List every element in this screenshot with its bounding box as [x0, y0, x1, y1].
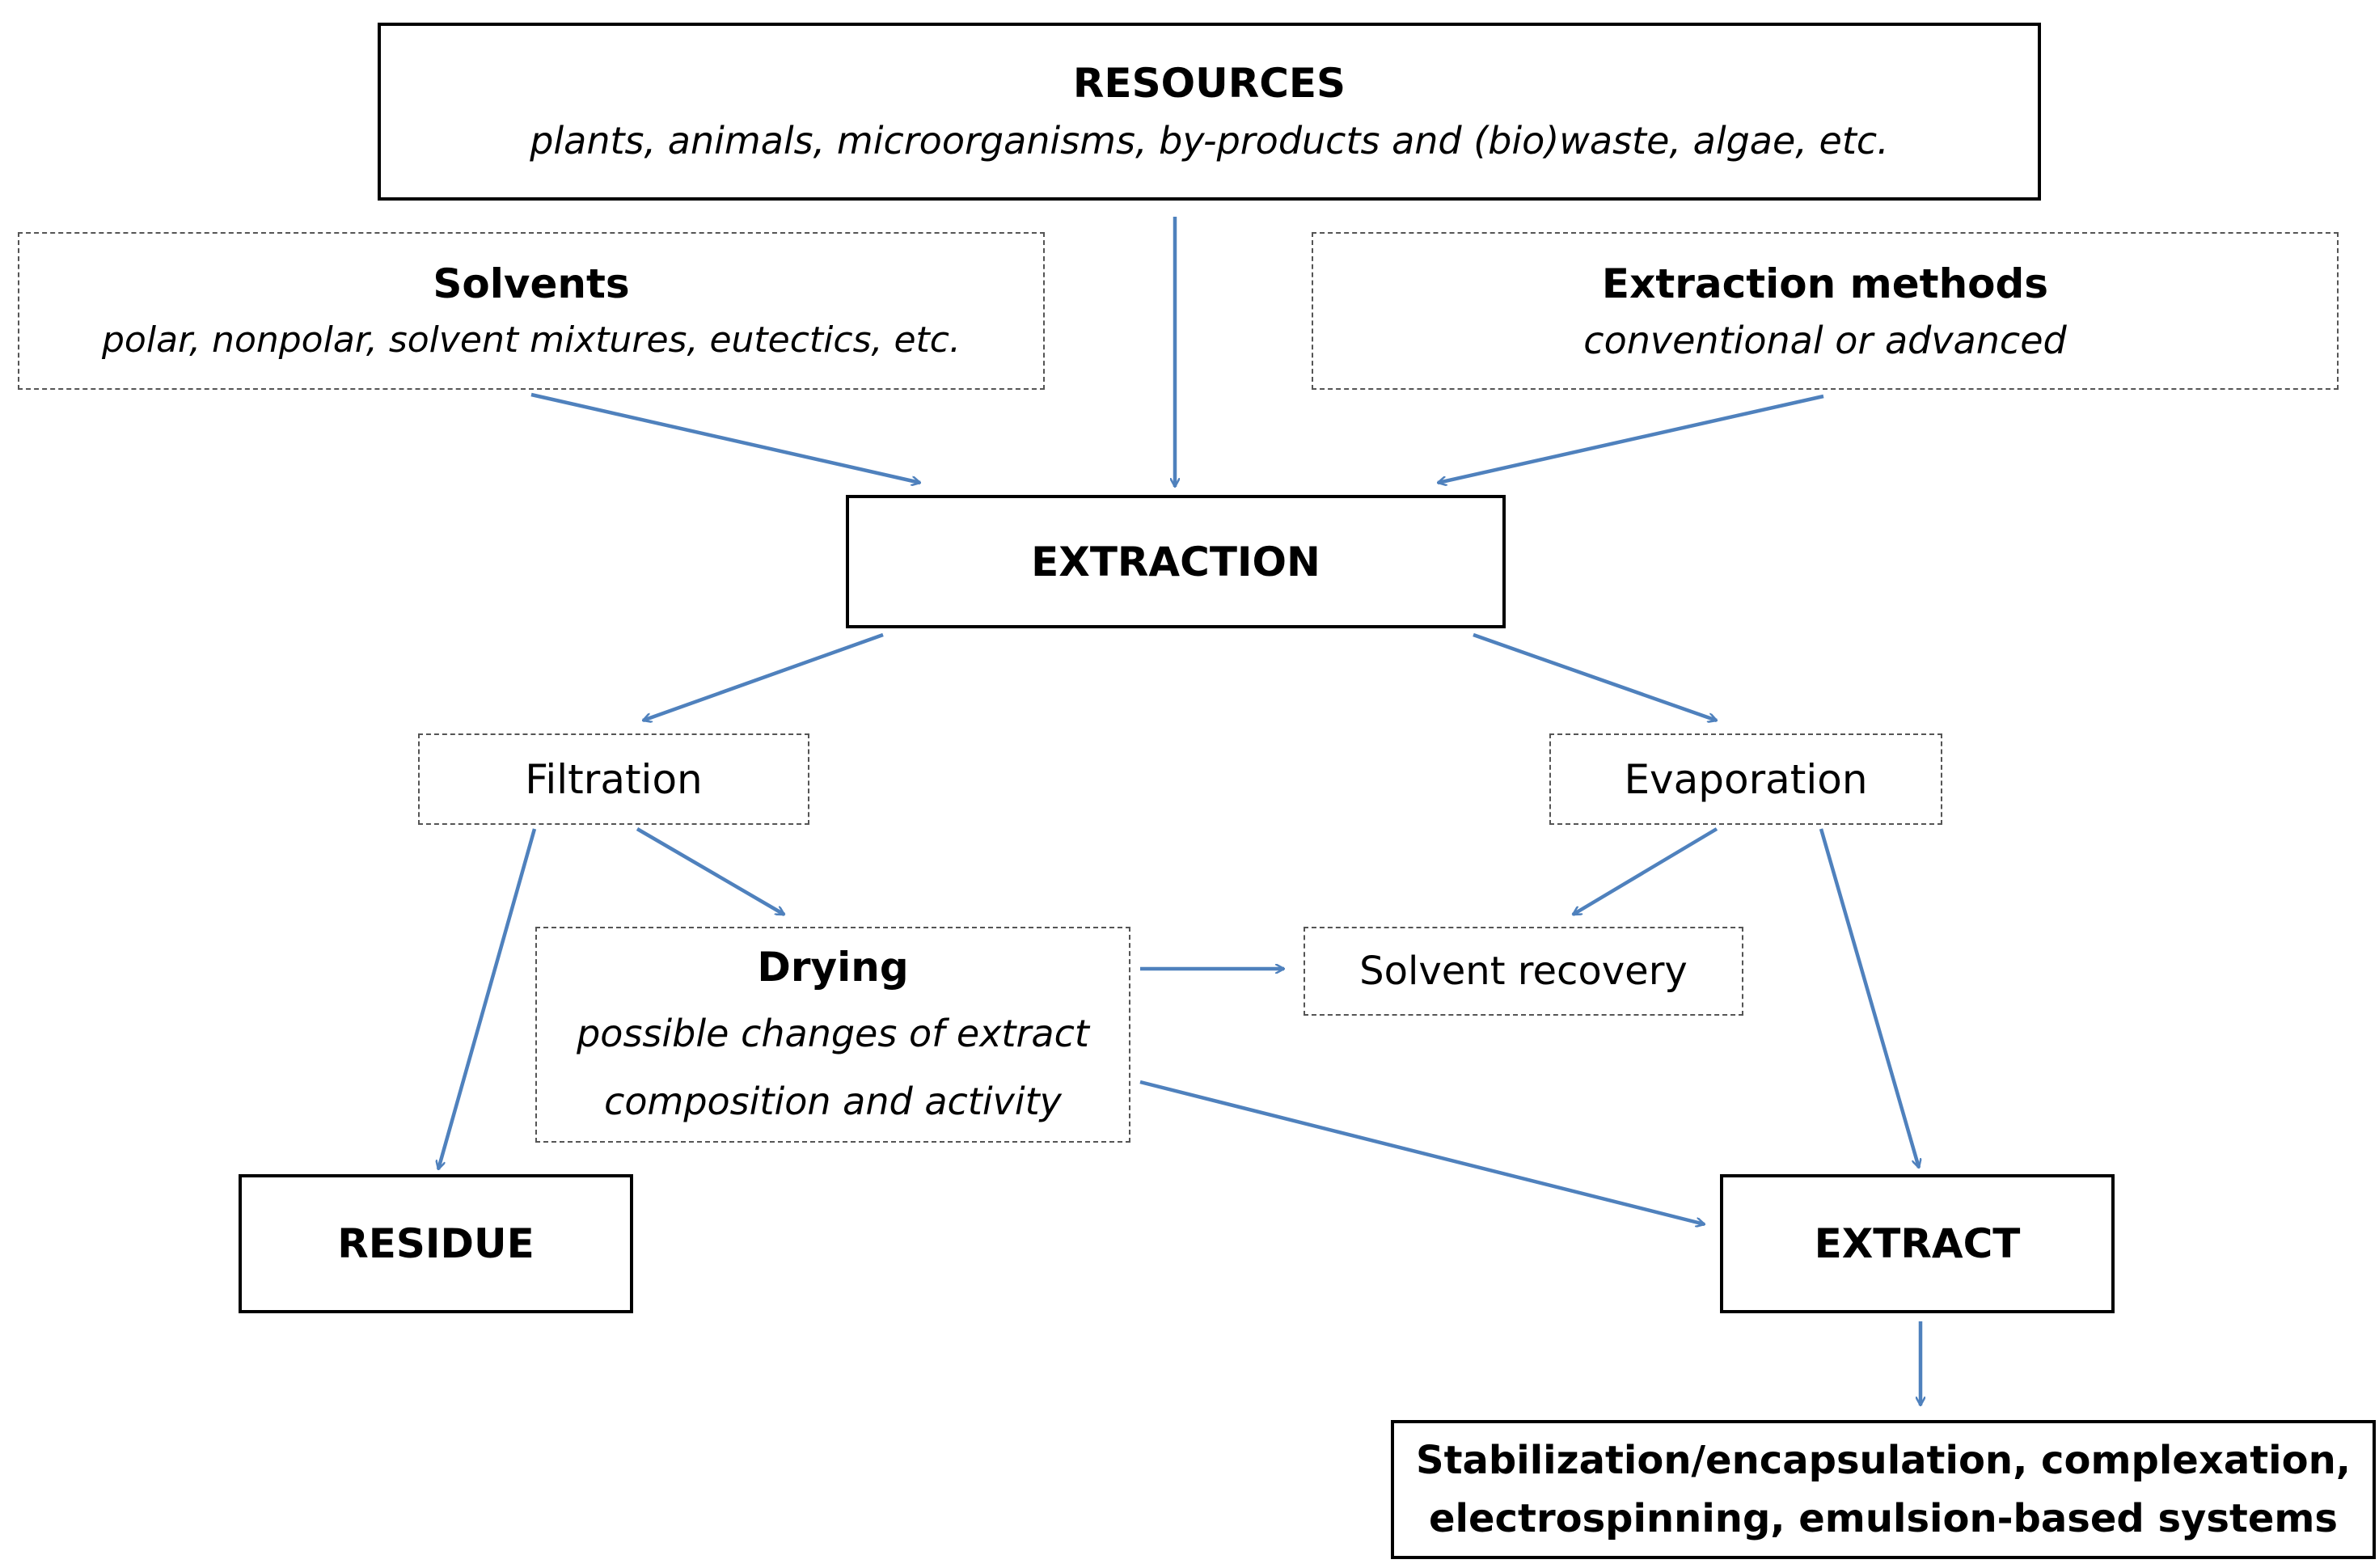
extraction-title: EXTRACTION [1031, 538, 1320, 585]
solvent-recovery-title: Solvent recovery [1359, 949, 1688, 994]
filtration-node: Filtration [418, 733, 809, 825]
drying-node: Drying possible changes of extract compo… [535, 927, 1130, 1143]
extract-node: EXTRACT [1720, 1174, 2115, 1313]
arrow-extraction-to-filtration [643, 632, 884, 721]
arrow-methods-to-extraction [1438, 394, 1824, 483]
resources-node: RESOURCES plants, animals, microorganism… [378, 23, 2041, 201]
solvents-subtitle: polar, nonpolar, solvent mixtures, eutec… [102, 319, 961, 361]
residue-node: RESIDUE [239, 1174, 633, 1313]
extraction-methods-node: Extraction methods conventional or advan… [1312, 232, 2339, 390]
extraction-methods-title: Extraction methods [1601, 260, 2049, 307]
arrow-extraction-to-evaporation [1473, 632, 1717, 721]
drying-subtitle-line1: possible changes of extract [577, 1011, 1089, 1055]
resources-title: RESOURCES [1072, 60, 1346, 107]
extraction-node: EXTRACTION [846, 495, 1506, 628]
drying-title: Drying [757, 943, 909, 991]
arrow-filtration-to-drying [636, 827, 784, 916]
residue-title: RESIDUE [337, 1220, 535, 1267]
extraction-methods-subtitle: conventional or advanced [1583, 318, 2067, 362]
extract-title: EXTRACT [1814, 1220, 2021, 1267]
evaporation-title: Evaporation [1624, 755, 1868, 803]
stabilization-line2: electrospinning, emulsion-based systems [1428, 1496, 2338, 1541]
stabilization-line1: Stabilization/encapsulation, complexatio… [1416, 1438, 2351, 1483]
resources-subtitle: plants, animals, microorganisms, by-prod… [530, 119, 1889, 163]
arrow-evaporation-to-extract [1819, 828, 1919, 1168]
arrow-filtration-to-residue [438, 828, 537, 1169]
solvent-recovery-node: Solvent recovery [1304, 927, 1743, 1016]
drying-subtitle-line2: composition and activity [604, 1079, 1062, 1123]
solvents-node: Solvents polar, nonpolar, solvent mixtur… [18, 232, 1045, 390]
solvents-title: Solvents [433, 260, 630, 307]
filtration-title: Filtration [525, 755, 703, 803]
arrow-solvents-to-extraction [530, 392, 920, 483]
evaporation-node: Evaporation [1549, 733, 1942, 825]
arrow-drying-to-extract [1139, 1080, 1705, 1224]
arrow-evaporation-to-solvent-recovery [1573, 827, 1718, 916]
stabilization-node: Stabilization/encapsulation, complexatio… [1391, 1420, 2376, 1559]
